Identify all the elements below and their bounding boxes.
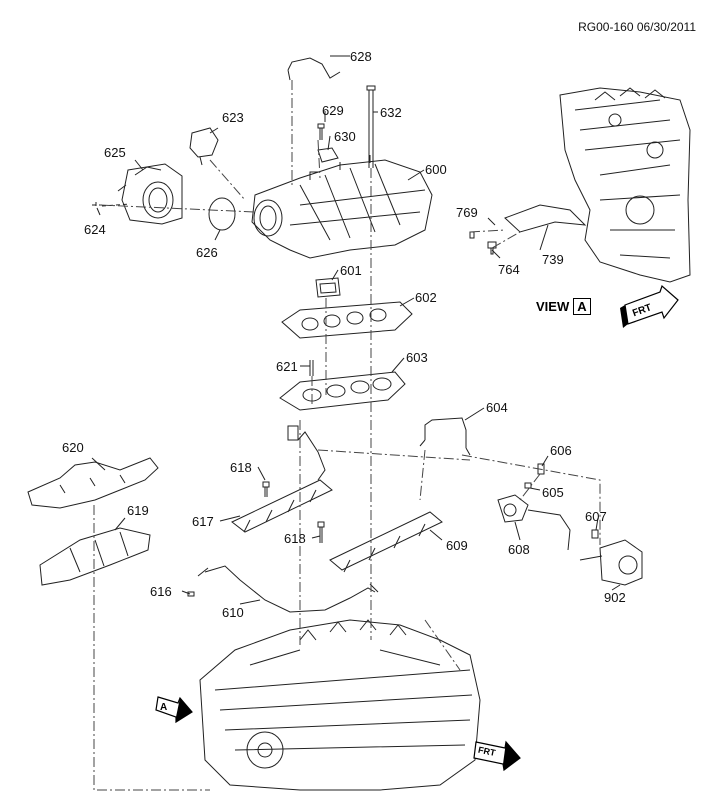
cover-620 bbox=[27, 457, 159, 509]
callout-604: 604 bbox=[486, 400, 508, 415]
front-arrow-lower: FRT bbox=[473, 740, 521, 772]
callout-626: 626 bbox=[196, 245, 218, 260]
callout-606: 606 bbox=[550, 443, 572, 458]
document-id: RG00-160 06/30/2011 bbox=[578, 20, 696, 34]
callout-600: 600 bbox=[425, 162, 447, 177]
callout-617: 617 bbox=[192, 514, 214, 529]
callout-618-upper: 618 bbox=[230, 460, 252, 475]
callout-628: 628 bbox=[350, 49, 372, 64]
fuel-pump-902 bbox=[579, 539, 643, 586]
pump-pipe-608 bbox=[497, 494, 571, 551]
engine-lower-illustration bbox=[199, 619, 481, 791]
hose-610 bbox=[204, 565, 376, 613]
callout-629: 629 bbox=[322, 103, 344, 118]
callout-621: 621 bbox=[276, 359, 298, 374]
callout-739: 739 bbox=[542, 252, 564, 267]
bracket-630 bbox=[317, 147, 339, 163]
callout-632: 632 bbox=[380, 105, 402, 120]
intake-manifold-600 bbox=[251, 155, 433, 259]
engine-view-a-illustration bbox=[559, 87, 691, 283]
hose-628 bbox=[287, 57, 341, 81]
callout-764: 764 bbox=[498, 262, 520, 277]
callout-769: 769 bbox=[456, 205, 478, 220]
fuel-pipe-604 bbox=[419, 417, 471, 456]
fuel-rail-617 bbox=[231, 425, 333, 533]
callout-616: 616 bbox=[150, 584, 172, 599]
callout-603: 603 bbox=[406, 350, 428, 365]
fuel-rail-609 bbox=[329, 511, 443, 573]
front-arrow-upper: FRT bbox=[620, 284, 679, 328]
cover-619 bbox=[39, 527, 151, 586]
callout-618-lower: 618 bbox=[284, 531, 306, 546]
front-arrow-lower-label: FRT bbox=[477, 745, 497, 759]
callout-625: 625 bbox=[104, 145, 126, 160]
callout-601: 601 bbox=[340, 263, 362, 278]
throttle-body-625 bbox=[117, 163, 183, 225]
gasket-601 bbox=[315, 277, 341, 298]
callout-leaders bbox=[91, 55, 621, 605]
view-letter-box: A bbox=[573, 298, 591, 315]
fitting-606 bbox=[537, 463, 545, 475]
callout-605: 605 bbox=[542, 485, 564, 500]
clip-616 bbox=[187, 591, 195, 597]
callout-608: 608 bbox=[508, 542, 530, 557]
view-a-arrow-letter: A bbox=[160, 702, 167, 713]
hose-610-ends bbox=[197, 567, 379, 593]
bolt-607 bbox=[591, 529, 599, 539]
callout-602: 602 bbox=[415, 290, 437, 305]
bracket-739 bbox=[504, 204, 587, 233]
view-a-arrow: A bbox=[155, 696, 193, 724]
bolt-629 bbox=[317, 123, 325, 140]
callout-610: 610 bbox=[222, 605, 244, 620]
bolt-605 bbox=[524, 482, 532, 489]
callout-607: 607 bbox=[585, 509, 607, 524]
view-word: VIEW bbox=[536, 299, 570, 314]
callout-609: 609 bbox=[446, 538, 468, 553]
callout-623: 623 bbox=[222, 110, 244, 125]
gasket-602 bbox=[281, 301, 413, 339]
gasket-603 bbox=[279, 371, 406, 411]
bolt-618-upper bbox=[262, 481, 270, 497]
sensor-623 bbox=[189, 127, 219, 166]
bolt-618-lower bbox=[317, 521, 325, 543]
stud-632 bbox=[366, 85, 376, 168]
callout-624: 624 bbox=[84, 222, 106, 237]
seal-626 bbox=[208, 197, 236, 231]
bolt-621 bbox=[309, 360, 314, 376]
bolt-769 bbox=[469, 231, 475, 239]
callout-902: 902 bbox=[604, 590, 626, 605]
callout-630: 630 bbox=[334, 129, 356, 144]
callout-619: 619 bbox=[127, 503, 149, 518]
assembly-leader-lines bbox=[93, 80, 601, 791]
callout-620: 620 bbox=[62, 440, 84, 455]
